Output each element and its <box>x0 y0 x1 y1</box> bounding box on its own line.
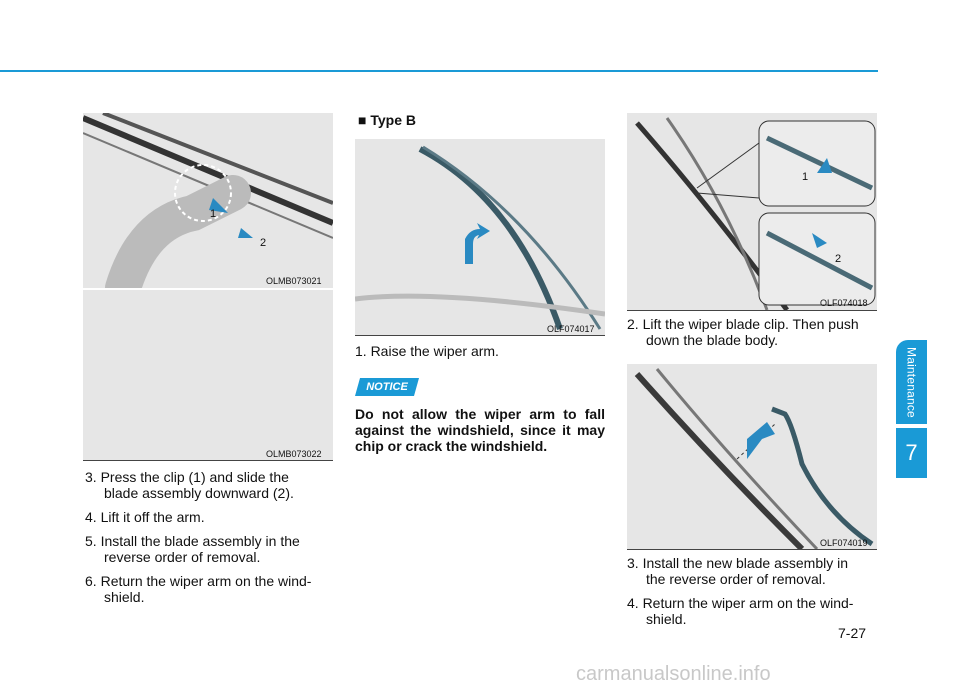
figure-code: OLF074017 <box>547 324 595 334</box>
figure-code: OLMB073021 <box>266 276 322 286</box>
section-tab-label: Maintenance <box>904 346 919 418</box>
figure-install-blade <box>627 364 877 549</box>
figure-rule <box>355 335 605 336</box>
figure-code: OLF074019 <box>820 538 868 548</box>
figure-rule <box>627 549 877 550</box>
callout-1: 1 <box>210 208 217 220</box>
step-4: 4. Return the wiper arm on the wind-shie… <box>627 595 854 627</box>
page-number: 7-27 <box>838 625 867 641</box>
section-tab: Maintenance <box>896 340 927 424</box>
callout-2: 2 <box>260 237 267 249</box>
figure-rule <box>83 460 333 461</box>
figure-code: OLMB073022 <box>266 449 322 459</box>
figure-lift-clip: 1 2 <box>627 113 877 310</box>
footer-watermark: carmanualsonline.info <box>576 663 771 685</box>
type-b-heading: ■ Type B <box>358 112 416 128</box>
step-4: 4. Lift it off the arm. <box>85 509 205 525</box>
notice-badge: NOTICE <box>355 378 419 396</box>
notice-text: Do not allow the wiper arm to fall again… <box>355 406 605 454</box>
figure-code: OLF074018 <box>820 298 868 308</box>
figure-rule <box>627 310 877 311</box>
step-2: 2. Lift the wiper blade clip. Then push … <box>627 316 859 348</box>
figure-blade-removal <box>83 290 333 460</box>
step-1: 1. Raise the wiper arm. <box>355 343 499 359</box>
step-6: 6. Return the wiper arm on the wind-shie… <box>85 573 312 605</box>
figure-raise-arm <box>355 139 605 335</box>
figure-wiper-clip-press: 1 2 <box>83 113 333 288</box>
callout-2: 2 <box>835 253 842 265</box>
callout-1: 1 <box>802 171 809 183</box>
chapter-number: 7 <box>896 428 927 478</box>
header-rule <box>0 70 878 72</box>
